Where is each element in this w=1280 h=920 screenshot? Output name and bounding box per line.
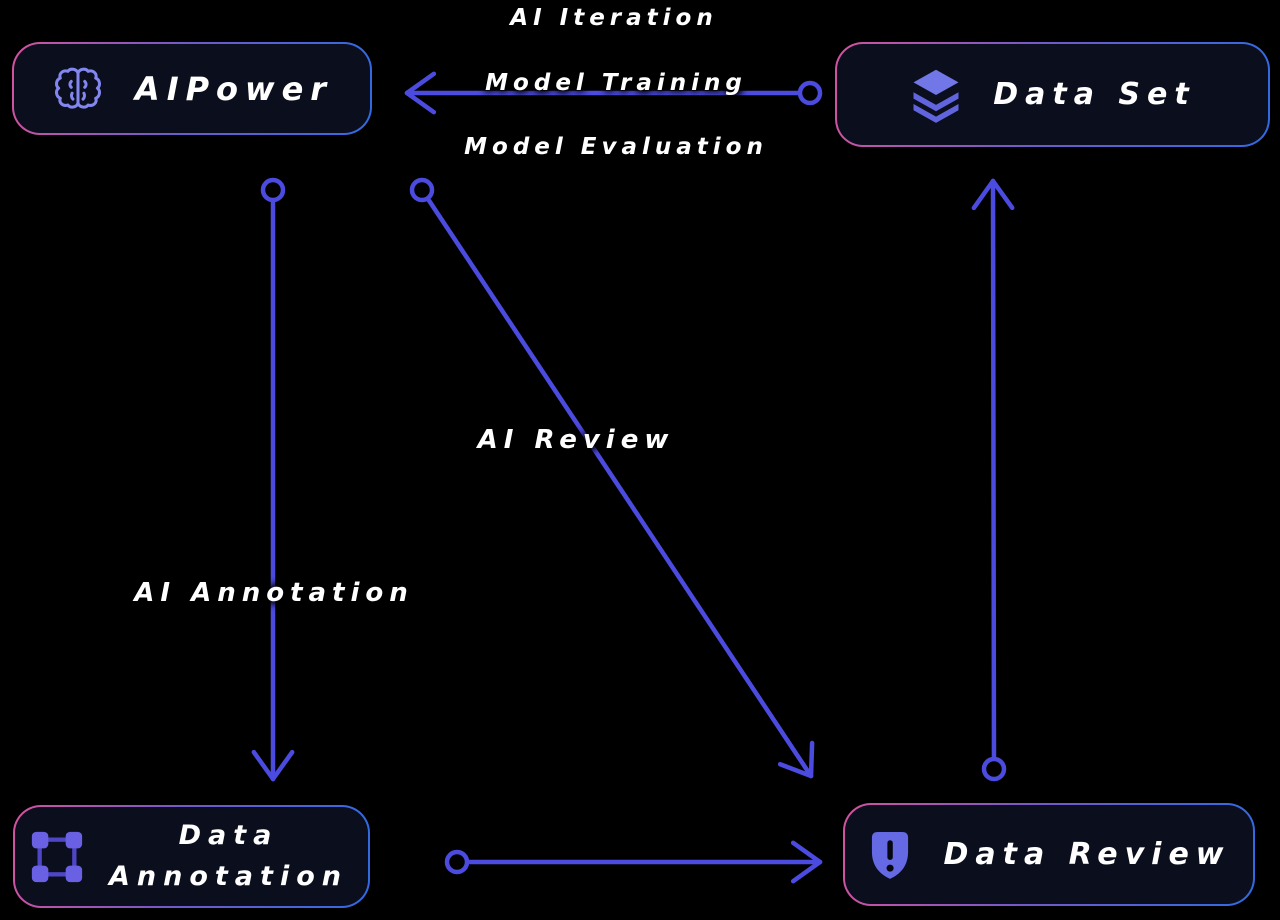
node-aipower-label: AIPower (134, 69, 334, 108)
node-annotation-label: Data Annotation (109, 820, 348, 892)
node-annotation-body: Data Annotation (15, 807, 368, 906)
node-aipower: AIPower (12, 42, 372, 135)
node-dataset-label: Data Set (993, 77, 1196, 112)
shield-alert-icon (867, 829, 913, 881)
node-dataset-body: Data Set (837, 44, 1268, 145)
node-review-body: Data Review (845, 805, 1253, 904)
edge-label-ai-annotation: AI Annotation (134, 578, 414, 608)
edge-label-model-evaluation: Model Evaluation (464, 134, 768, 160)
edge-label-model-training: Model Training (485, 70, 747, 96)
node-review-label: Data Review (943, 837, 1231, 872)
edge-label-ai-review: AI Review (477, 425, 675, 455)
edge-label-ai-iteration: AI Iteration (510, 5, 718, 31)
node-review: Data Review (843, 803, 1255, 906)
edge-start-dot (260, 177, 286, 203)
arrow-aipower-to-annotation (251, 177, 295, 782)
node-aipower-body: AIPower (14, 44, 370, 133)
node-dataset: Data Set (835, 42, 1270, 147)
arrow-review-to-dataset (971, 178, 1015, 782)
edge-start-dot (444, 849, 470, 875)
edge-start-dot (981, 756, 1007, 782)
bounding-box-icon (31, 831, 83, 883)
node-annotation: Data Annotation (13, 805, 370, 908)
edge-start-dot (797, 80, 823, 106)
brain-icon (51, 62, 105, 116)
arrow-dataset-to-aipower (404, 71, 823, 115)
layers-icon (909, 67, 963, 123)
arrow-annotation-to-review (444, 840, 823, 884)
edge-start-dot (409, 177, 435, 203)
arrow-aipower-to-review (409, 177, 815, 779)
